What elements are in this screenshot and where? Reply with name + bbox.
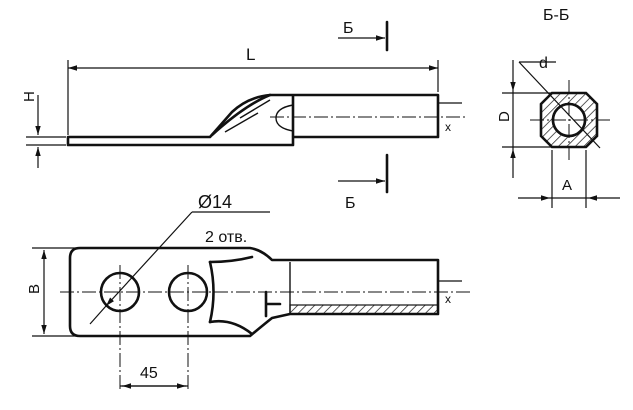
- side-view: x L H Б Б: [21, 20, 468, 212]
- section-mark-bottom: Б: [345, 195, 356, 212]
- section-view: Б-Б d D A: [496, 7, 620, 208]
- hole-diameter-label: Ø14: [198, 192, 232, 212]
- plan-view-hatched-wall: [289, 304, 439, 315]
- hole-leader: [105, 211, 193, 307]
- side-view-outline: [66, 93, 440, 147]
- section-mark-top: Б: [343, 20, 354, 37]
- flat-width-label: A: [562, 177, 572, 194]
- plan-view-inspection-window: [264, 290, 282, 318]
- wall-x-label-top: x: [445, 120, 451, 134]
- side-view-window-arc: [275, 104, 294, 132]
- section-title: Б-Б: [543, 7, 569, 24]
- side-view-inspection-window: [210, 93, 295, 138]
- wall-x-label-bottom: x: [445, 292, 451, 306]
- plan-view: x Ø14 2 отв. B 45: [26, 192, 470, 392]
- height-label: H: [21, 91, 38, 102]
- hole-count-label: 2 отв.: [205, 229, 247, 246]
- length-label: L: [246, 45, 255, 64]
- hole-spacing-label: 45: [140, 365, 158, 382]
- bore-diameter-label: d: [539, 55, 548, 72]
- width-label: B: [26, 284, 43, 294]
- outer-diameter-label: D: [496, 111, 513, 122]
